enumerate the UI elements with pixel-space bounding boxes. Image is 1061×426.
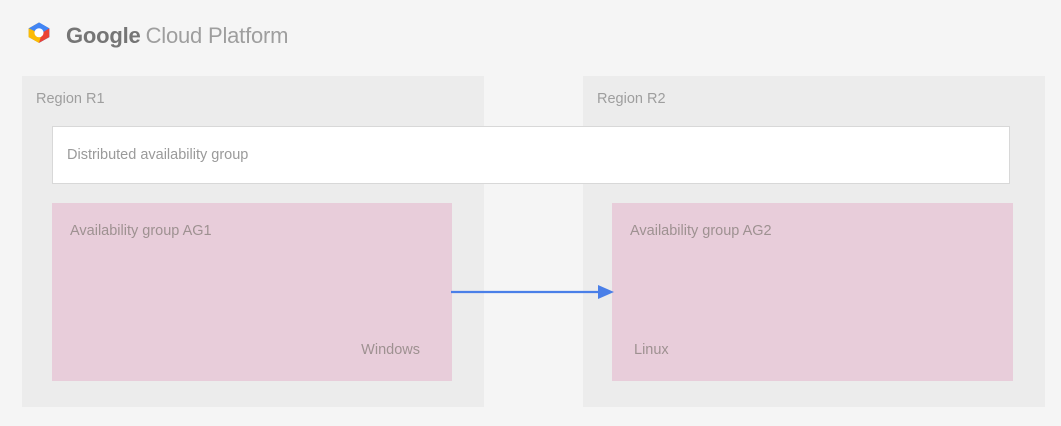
region-label-r2: Region R2	[597, 91, 666, 107]
availability-group-title-ag2: Availability group AG2	[630, 223, 772, 239]
availability-group-box-ag2: Availability group AG2 Linux	[612, 203, 1013, 381]
distributed-availability-group-label: Distributed availability group	[67, 147, 249, 163]
availability-group-title-ag1: Availability group AG1	[70, 223, 212, 239]
availability-group-box-ag1: Availability group AG1 Windows	[52, 203, 452, 381]
availability-group-os-ag1: Windows	[361, 342, 420, 358]
google-cloud-hexagon-logo-icon	[28, 22, 50, 43]
brand-name-google: Google	[66, 23, 141, 48]
distributed-availability-group-box: Distributed availability group	[52, 126, 1010, 184]
availability-group-os-ag2: Linux	[634, 342, 669, 358]
brand-name-cloud-platform: Cloud Platform	[145, 23, 289, 48]
region-label-r1: Region R1	[36, 91, 105, 107]
replication-arrow-right-icon	[451, 285, 614, 299]
